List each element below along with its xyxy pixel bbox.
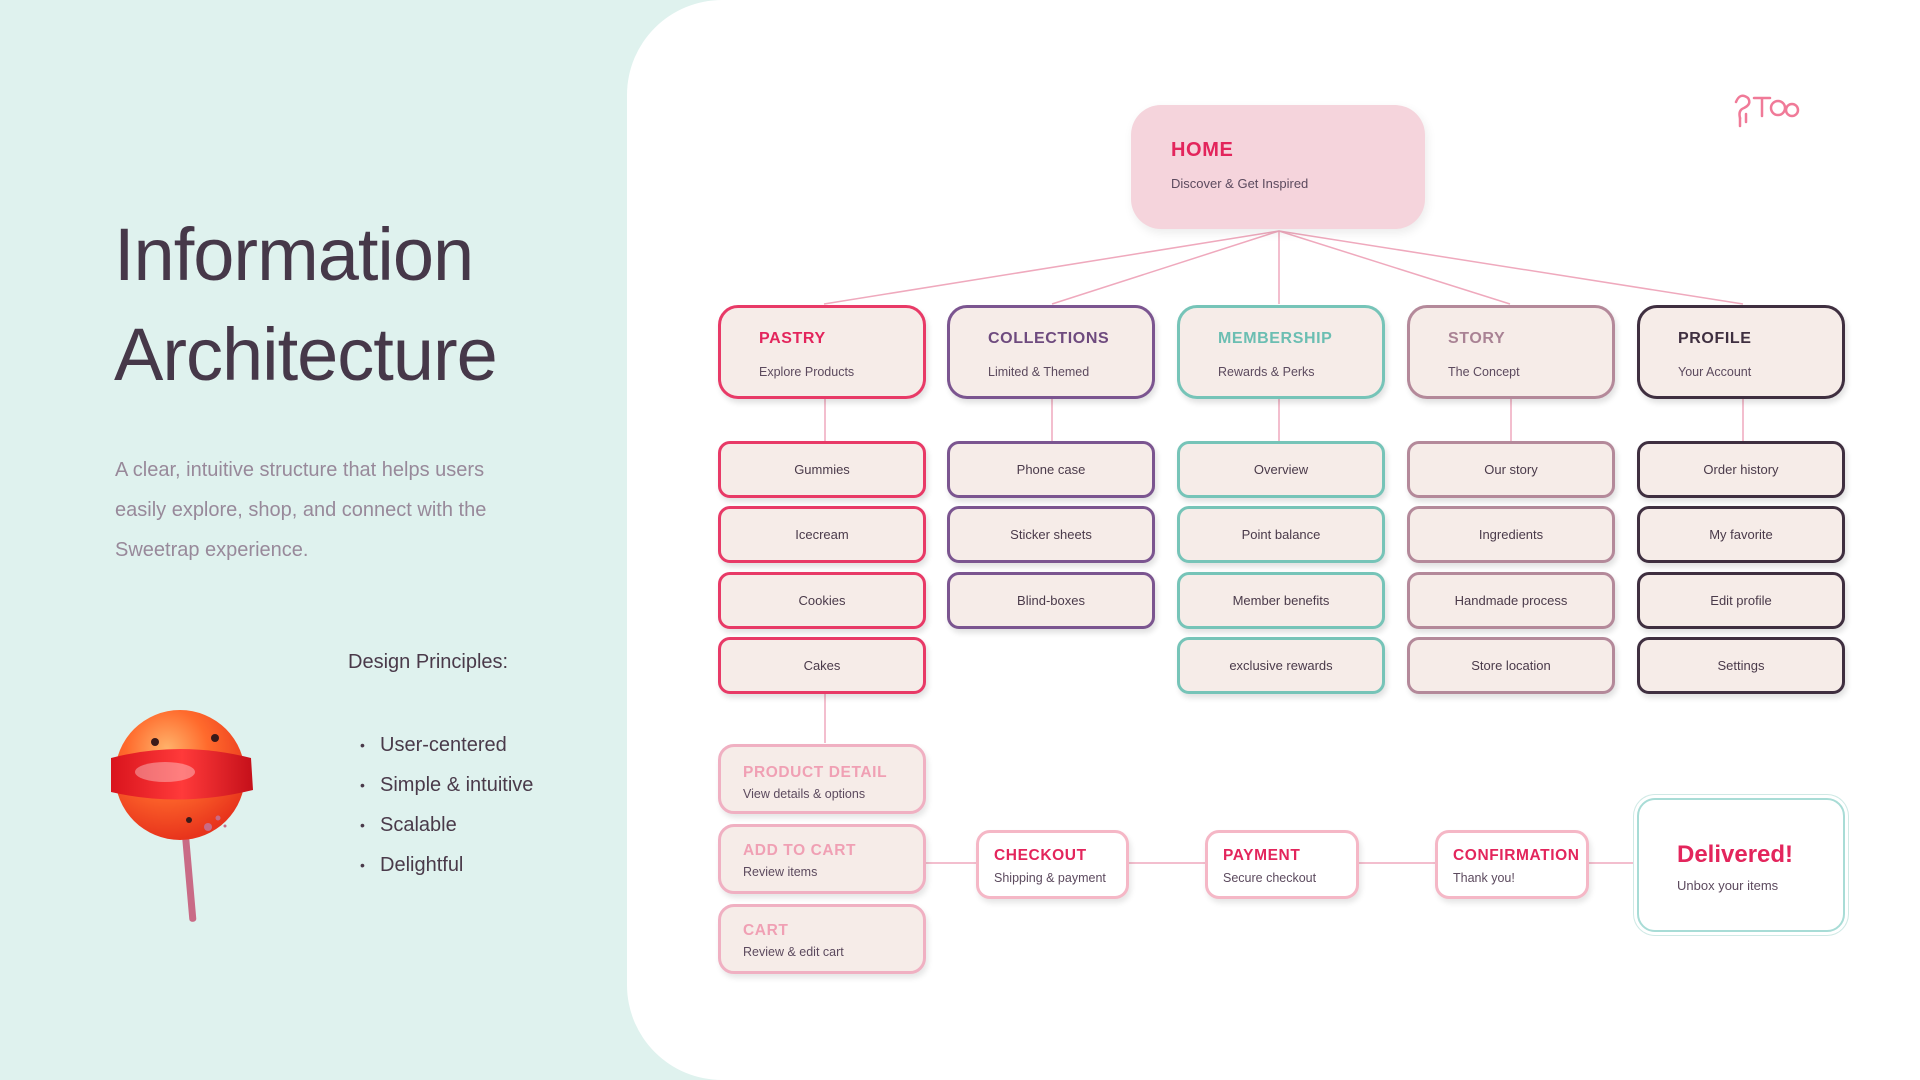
design-principles-list: •User-centered •Simple & intuitive •Scal… [360, 725, 533, 885]
flow-title: CART [743, 922, 789, 939]
section-story: STORY The Concept [1407, 305, 1615, 399]
section-subtitle: Rewards & Perks [1218, 365, 1315, 379]
lollipop-icon [111, 710, 253, 922]
principle-label: Simple & intuitive [380, 774, 534, 796]
product-detail-node: PRODUCT DETAIL View details & options [718, 744, 926, 814]
home-subtitle: Discover & Get Inspired [1171, 176, 1309, 191]
section-title: PROFILE [1678, 330, 1752, 347]
principle-item: •Simple & intuitive [360, 765, 533, 805]
flow-subtitle: Thank you! [1453, 871, 1515, 885]
flow-subtitle: Secure checkout [1223, 871, 1317, 885]
leaf-node: Settings [1637, 637, 1845, 694]
page-title-line-2: Architecture [114, 313, 498, 396]
leaf-node: Our story [1407, 441, 1615, 498]
payment-node: PAYMENT Secure checkout [1205, 830, 1359, 899]
leaf-node: My favorite [1637, 506, 1845, 563]
section-profile: PROFILE Your Account [1637, 305, 1845, 399]
cart-node: CART Review & edit cart [718, 904, 926, 974]
leaf-node: Cookies [718, 572, 926, 629]
section-subtitle: Limited & Themed [988, 365, 1090, 379]
flow-title: CONFIRMATION [1453, 847, 1580, 864]
principle-item: •User-centered [360, 725, 533, 765]
leaf-node: Handmade process [1407, 572, 1615, 629]
section-title: PASTRY [759, 330, 826, 347]
delivered-subtitle: Unbox your items [1677, 878, 1779, 893]
sweetrap-logo [1734, 94, 1800, 128]
delivered-node: Delivered! Unbox your items [1637, 798, 1845, 932]
leaf-node: Edit profile [1637, 572, 1845, 629]
page-title: Information Architecture [114, 205, 594, 405]
section-title: MEMBERSHIP [1218, 330, 1333, 347]
leaf-node: Cakes [718, 637, 926, 694]
flow-title: CHECKOUT [994, 847, 1087, 864]
section-pastry: PASTRY Explore Products [718, 305, 926, 399]
principle-label: Delightful [380, 854, 464, 876]
flow-subtitle: Review items [743, 865, 818, 879]
principle-label: Scalable [380, 814, 457, 836]
leaf-node: Store location [1407, 637, 1615, 694]
delivered-title: Delivered! [1677, 841, 1794, 868]
flow-title: ADD TO CART [743, 842, 857, 859]
home-title: HOME [1171, 139, 1234, 161]
leaf-node: Blind-boxes [947, 572, 1155, 629]
confirmation-node: CONFIRMATION Thank you! [1435, 830, 1589, 899]
section-collections: COLLECTIONS Limited & Themed [947, 305, 1155, 399]
leaf-node: Member benefits [1177, 572, 1385, 629]
section-title: COLLECTIONS [988, 330, 1110, 347]
flow-title: PRODUCT DETAIL [743, 764, 888, 781]
checkout-node: CHECKOUT Shipping & payment [976, 830, 1129, 899]
principle-item: •Delightful [360, 845, 533, 885]
section-title: STORY [1448, 330, 1506, 347]
home-node: HOME Discover & Get Inspired [1131, 105, 1425, 229]
design-principles-title: Design Principles: [348, 651, 509, 673]
section-subtitle: The Concept [1448, 365, 1520, 379]
flow-title: PAYMENT [1223, 847, 1301, 864]
section-membership: MEMBERSHIP Rewards & Perks [1177, 305, 1385, 399]
leaf-node: Order history [1637, 441, 1845, 498]
page-title-line-1: Information [114, 213, 474, 296]
flow-subtitle: View details & options [743, 787, 866, 801]
leaf-node: Phone case [947, 441, 1155, 498]
page-description: A clear, intuitive structure that helps … [115, 459, 487, 561]
leaf-node: Overview [1177, 441, 1385, 498]
leaf-node: Icecream [718, 506, 926, 563]
flow-subtitle: Review & edit cart [743, 945, 844, 959]
leaf-node: Sticker sheets [947, 506, 1155, 563]
flow-subtitle: Shipping & payment [994, 871, 1106, 885]
principle-label: User-centered [380, 734, 507, 756]
section-subtitle: Explore Products [759, 365, 855, 379]
leaf-node: Gummies [718, 441, 926, 498]
leaf-node: Ingredients [1407, 506, 1615, 563]
add-to-cart-node: ADD TO CART Review items [718, 824, 926, 894]
leaf-node: Point balance [1177, 506, 1385, 563]
leaf-node: exclusive rewards [1177, 637, 1385, 694]
principle-item: •Scalable [360, 805, 533, 845]
section-subtitle: Your Account [1678, 365, 1752, 379]
